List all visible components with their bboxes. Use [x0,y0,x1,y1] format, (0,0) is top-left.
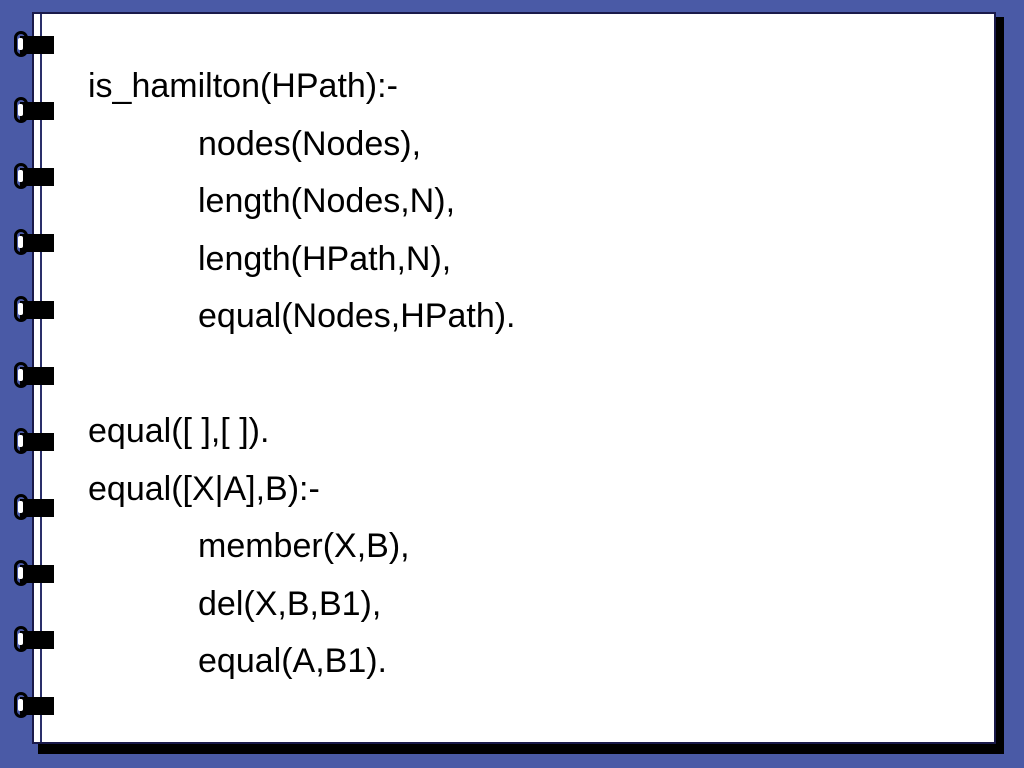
code-line: equal(Nodes,HPath). [198,297,516,335]
code-line: equal([ ],[ ]). [88,412,270,450]
code-line-blank [88,346,516,404]
binder-ring-icon [14,97,54,125]
binder-ring-icon [14,494,54,522]
code-line: equal([X|A],B):- [88,469,320,508]
code-line: length(Nodes,N), [198,182,456,220]
code-line: equal(A,B1). [198,642,387,680]
binder-ring-icon [14,626,54,654]
slide-page [32,12,996,744]
binder-ring-icon [14,362,54,390]
binder-ring-icon [14,428,54,456]
binder-ring-icon [14,163,54,191]
code-line: member(X,B), [198,527,410,565]
code-line: nodes(Nodes), [198,124,422,163]
code-line: del(X,B,B1), [198,584,382,623]
code-listing: is_hamilton(HPath):- nodes(Nodes), lengt… [88,58,516,691]
binder-ring-icon [14,296,54,324]
binder-ring-icon [14,560,54,588]
code-line: length(HPath,N), [198,239,452,278]
binder-ring-icon [14,229,54,257]
binder-ring-icon [14,31,54,59]
code-line: is_hamilton(HPath):- [88,67,398,105]
binder-ring-icon [14,692,54,720]
